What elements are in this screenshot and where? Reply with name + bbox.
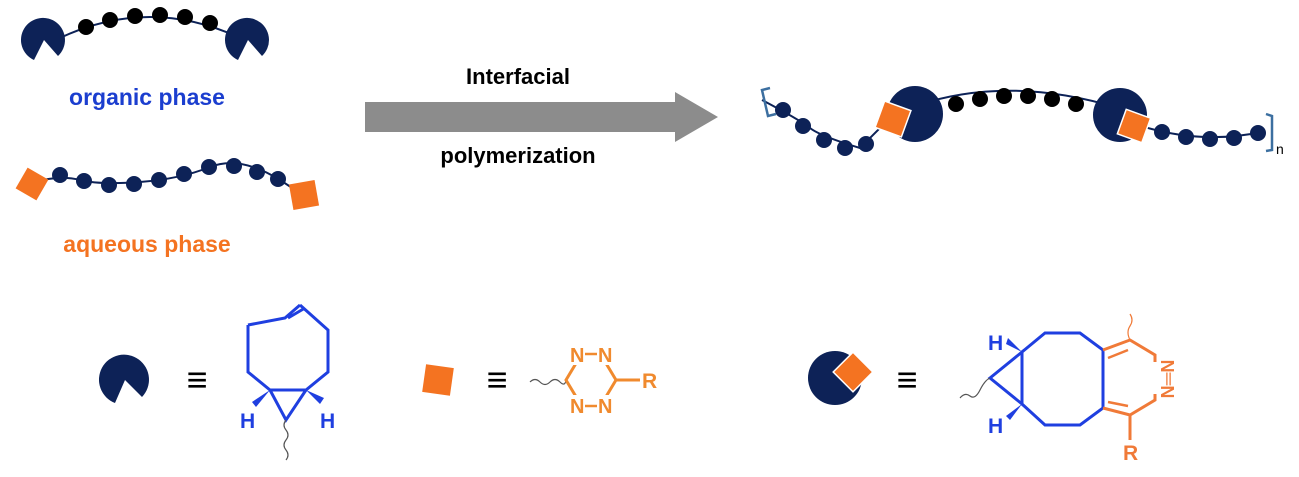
legend-tetrazine-square (422, 364, 454, 396)
equiv-symbol-2: ≡ (486, 359, 507, 400)
tetrazine-n2: N (598, 345, 612, 367)
tco-h-left: H (240, 410, 255, 433)
tco-h-right: H (320, 410, 335, 433)
organic-phase-label: organic phase (69, 84, 225, 110)
tco-end-right (225, 17, 269, 60)
aqueous-phase-label: aqueous phase (63, 231, 230, 257)
equiv-symbol-1: ≡ (186, 359, 207, 400)
tco-end-left (21, 17, 65, 60)
polymer-product (760, 86, 1274, 156)
tco-wavy-bond (283, 419, 289, 461)
adduct-r: R (1123, 442, 1138, 465)
adduct-h-bottom: H (988, 415, 1003, 438)
tetrazine-end-left (15, 167, 49, 201)
repeat-unit-subscript: n (1276, 141, 1284, 157)
adduct-h-top: H (988, 332, 1003, 355)
arrow-label-polymerization: polymerization (440, 143, 595, 168)
tco-structure (246, 303, 330, 423)
tetrazine-n3: N (570, 396, 584, 418)
arrow-label-interfacial: Interfacial (466, 64, 570, 89)
tetrazine-r: R (642, 370, 657, 393)
equiv-symbol-3: ≡ (896, 359, 917, 400)
adduct-n-pair: N═N (1158, 360, 1178, 399)
tetrazine-end-right (288, 179, 320, 211)
tco-stereo-bonds (252, 390, 324, 407)
reaction-arrow (365, 92, 718, 142)
tetrazine-structure (529, 358, 640, 402)
organic-monomer (21, 7, 269, 60)
legend-tco-pacman (99, 354, 149, 403)
tetrazine-n4: N (598, 396, 612, 418)
aqueous-monomer (15, 158, 320, 211)
legend-adduct (808, 351, 874, 405)
tetrazine-n1: N (570, 345, 584, 367)
